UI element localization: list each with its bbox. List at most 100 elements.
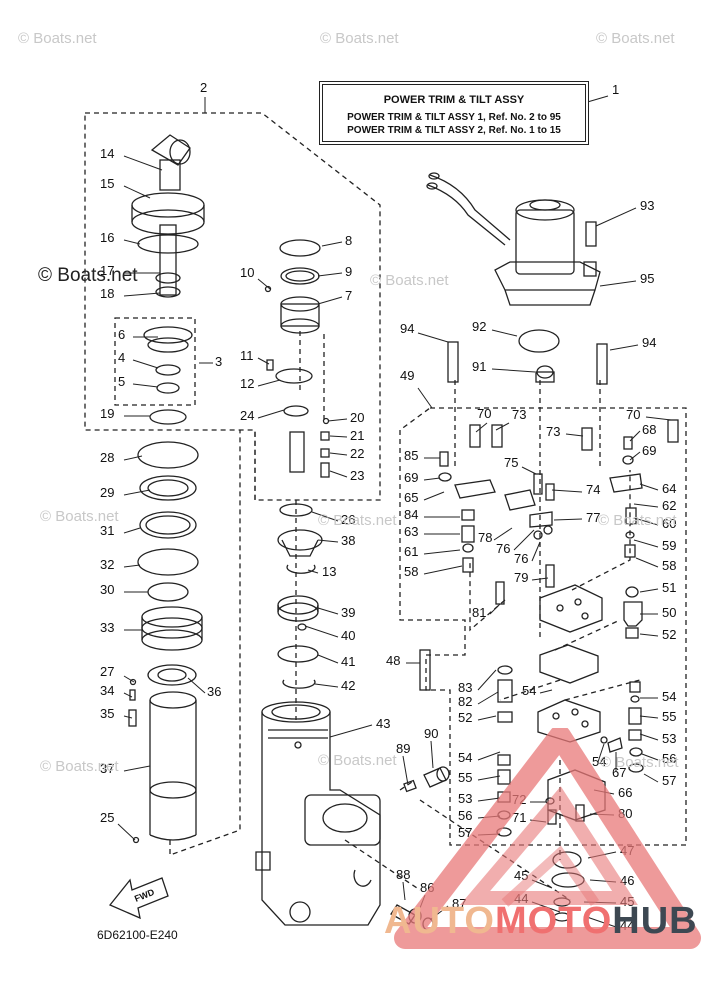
watermark: © Boats.net xyxy=(318,512,397,529)
automotohub-logo-text: AUTOMOTOHUB xyxy=(384,900,698,943)
callout-leader-line xyxy=(329,470,348,478)
callout-leader-line xyxy=(423,491,445,501)
callout-leader-line xyxy=(565,433,584,437)
callout-number-83: 83 xyxy=(458,680,472,695)
callout-number-35: 35 xyxy=(100,706,114,721)
watermark: © Boats.net xyxy=(318,752,397,769)
callout-number-9: 9 xyxy=(345,264,352,279)
callout-leader-line xyxy=(257,379,281,387)
callout-number-42: 42 xyxy=(341,678,355,693)
callout-leader-line xyxy=(491,329,518,337)
callout-leader-line xyxy=(317,607,339,615)
callout-leader-line xyxy=(583,915,617,928)
callout-leader-line xyxy=(639,588,659,593)
callout-leader-line xyxy=(639,715,659,719)
callout-leader-line xyxy=(417,332,449,343)
callout-leader-line xyxy=(123,185,151,199)
callout-leader-line xyxy=(599,280,637,287)
callout-leader-line xyxy=(327,418,348,422)
fwd-arrow-icon: FWD xyxy=(108,877,169,920)
callout-leader-line xyxy=(553,518,583,521)
callout-number-57: 57 xyxy=(458,825,472,840)
callout-leader-line xyxy=(633,503,659,508)
callout-leader-line xyxy=(329,724,373,738)
callout-number-61: 61 xyxy=(404,544,418,559)
callout-leader-line xyxy=(423,565,463,575)
callout-leader-line xyxy=(417,387,433,409)
callout-number-69: 69 xyxy=(404,470,418,485)
callout-number-56: 56 xyxy=(458,808,472,823)
callout-number-18: 18 xyxy=(100,286,114,301)
callout-number-38: 38 xyxy=(341,533,355,548)
callout-number-92: 92 xyxy=(472,319,486,334)
callout-number-41: 41 xyxy=(341,654,355,669)
callout-number-59: 59 xyxy=(662,538,676,553)
watermark: © Boats.net xyxy=(40,758,119,775)
callout-number-57: 57 xyxy=(662,773,676,788)
callout-number-12: 12 xyxy=(240,376,254,391)
callout-number-70: 70 xyxy=(626,407,640,422)
callout-number-2: 2 xyxy=(200,80,207,95)
callout-leader-line xyxy=(597,743,605,763)
callout-leader-line xyxy=(317,654,339,664)
callout-leader-line xyxy=(423,477,441,481)
callout-number-54: 54 xyxy=(662,689,676,704)
callout-number-58: 58 xyxy=(404,564,418,579)
callout-number-32: 32 xyxy=(100,557,114,572)
callout-leader-line xyxy=(551,489,583,493)
callout-number-75: 75 xyxy=(504,455,518,470)
callout-leader-line xyxy=(639,633,659,637)
automotohub-logo-icon xyxy=(394,728,701,949)
callout-number-30: 30 xyxy=(100,582,114,597)
callout-number-48: 48 xyxy=(386,653,400,668)
callout-number-53: 53 xyxy=(662,731,676,746)
callout-leader-line xyxy=(132,383,159,388)
callout-number-10: 10 xyxy=(240,265,254,280)
callout-leader-line xyxy=(595,207,637,227)
callout-leader-line xyxy=(329,435,348,438)
callout-leader-line xyxy=(430,740,434,769)
callout-number-29: 29 xyxy=(100,485,114,500)
callout-number-8: 8 xyxy=(345,233,352,248)
callout-number-1: 1 xyxy=(612,82,619,97)
callout-number-4: 4 xyxy=(118,350,125,365)
callout-number-20: 20 xyxy=(350,410,364,425)
callout-leader-line xyxy=(123,527,141,534)
callout-number-94: 94 xyxy=(642,335,656,350)
watermark: © Boats.net xyxy=(40,508,119,525)
callout-leader-line xyxy=(314,683,339,688)
logo-text-moto: MOTO xyxy=(494,900,613,942)
callout-leader-line xyxy=(307,569,319,574)
callout-number-16: 16 xyxy=(100,230,114,245)
callout-leader-line xyxy=(123,489,151,496)
callout-leader-line xyxy=(257,357,270,365)
callout-leader-line xyxy=(123,765,151,772)
callout-leader-line xyxy=(257,278,271,290)
callout-number-11: 11 xyxy=(240,348,254,363)
callout-number-21: 21 xyxy=(350,428,364,443)
callout-number-63: 63 xyxy=(404,524,418,539)
callout-number-27: 27 xyxy=(100,664,114,679)
callout-number-84: 84 xyxy=(404,507,418,522)
watermark: © Boats.net xyxy=(600,754,679,771)
callout-leader-line xyxy=(633,517,659,526)
callout-number-88: 88 xyxy=(396,867,410,882)
callout-leader-line xyxy=(629,451,641,461)
callout-number-26: 26 xyxy=(341,512,355,527)
callout-number-19: 19 xyxy=(100,406,114,421)
callout-number-74: 74 xyxy=(586,482,600,497)
callout-number-89: 89 xyxy=(396,741,410,756)
logo-text-hub: HUB xyxy=(612,900,698,942)
watermark: © Boats.net xyxy=(320,30,399,47)
callout-number-54: 54 xyxy=(592,754,606,769)
callout-leader-line xyxy=(187,677,206,694)
callout-number-65: 65 xyxy=(404,490,418,505)
callout-leader-line xyxy=(491,368,536,373)
callout-leader-line xyxy=(304,625,339,638)
callout-number-56: 56 xyxy=(662,751,676,766)
callout-number-85: 85 xyxy=(404,448,418,463)
callout-leader-line xyxy=(477,775,501,781)
callout-leader-line xyxy=(402,881,406,901)
callout-leader-line xyxy=(402,755,409,786)
